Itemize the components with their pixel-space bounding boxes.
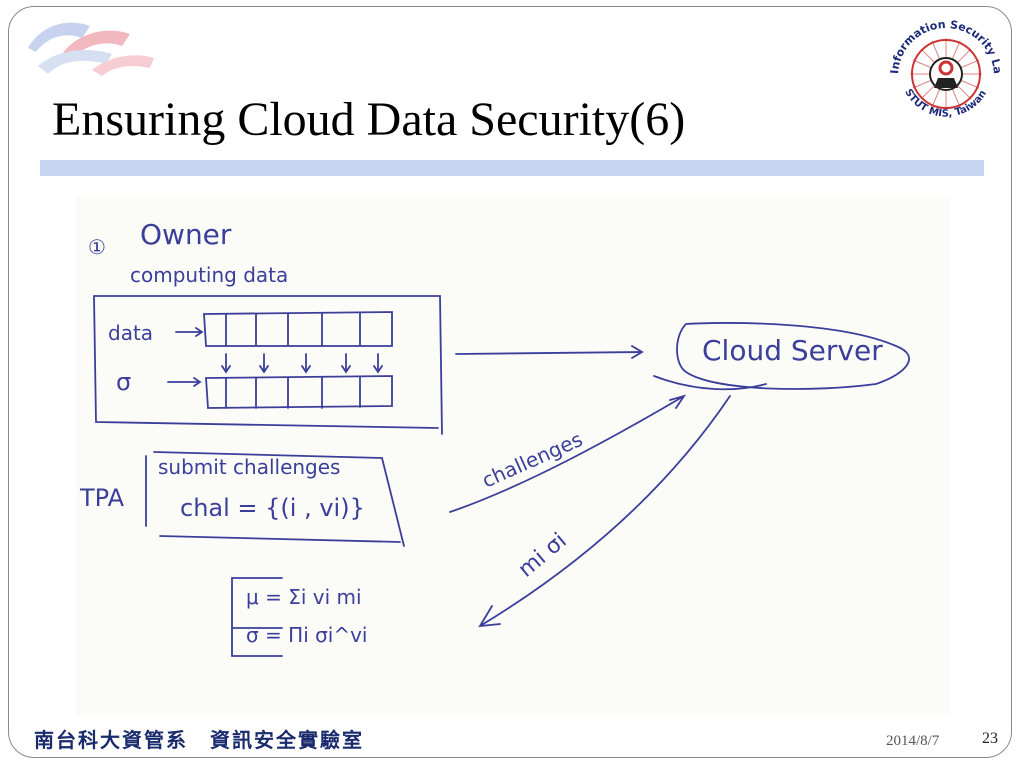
cloud-server-label: Cloud Server xyxy=(702,334,883,367)
response-arrow-label: mi σi xyxy=(514,528,572,582)
footer-organization: 南台科大資管系 資訊安全實驗室 xyxy=(34,728,364,752)
handwritten-diagram: ① Owner computing data data σ Cloud Serv… xyxy=(76,196,950,716)
data-row-label: data xyxy=(108,321,153,345)
sigma-row-label: σ xyxy=(116,368,131,396)
step-number: ① xyxy=(88,235,106,259)
slide-title: Ensuring Cloud Data Security(6) xyxy=(52,93,686,146)
computing-data-label: computing data xyxy=(130,263,288,287)
chal-set-label: chal = {(i , vi)} xyxy=(180,494,365,522)
sigma-equation: σ = Πi σi^vi xyxy=(246,623,367,647)
tpa-label: TPA xyxy=(79,484,125,512)
footer-date: 2014/8/7 xyxy=(886,733,940,749)
logo-swoosh-icon xyxy=(28,22,154,76)
owner-label: Owner xyxy=(140,218,232,251)
title-underline-bar xyxy=(40,160,984,176)
page-number: 23 xyxy=(982,730,998,747)
lab-seal-logo: Information Security Lab. STUT MIS, Taiw… xyxy=(880,12,1004,120)
mu-equation: μ = Σi vi mi xyxy=(246,585,362,609)
submit-challenges-label: submit challenges xyxy=(158,455,340,479)
